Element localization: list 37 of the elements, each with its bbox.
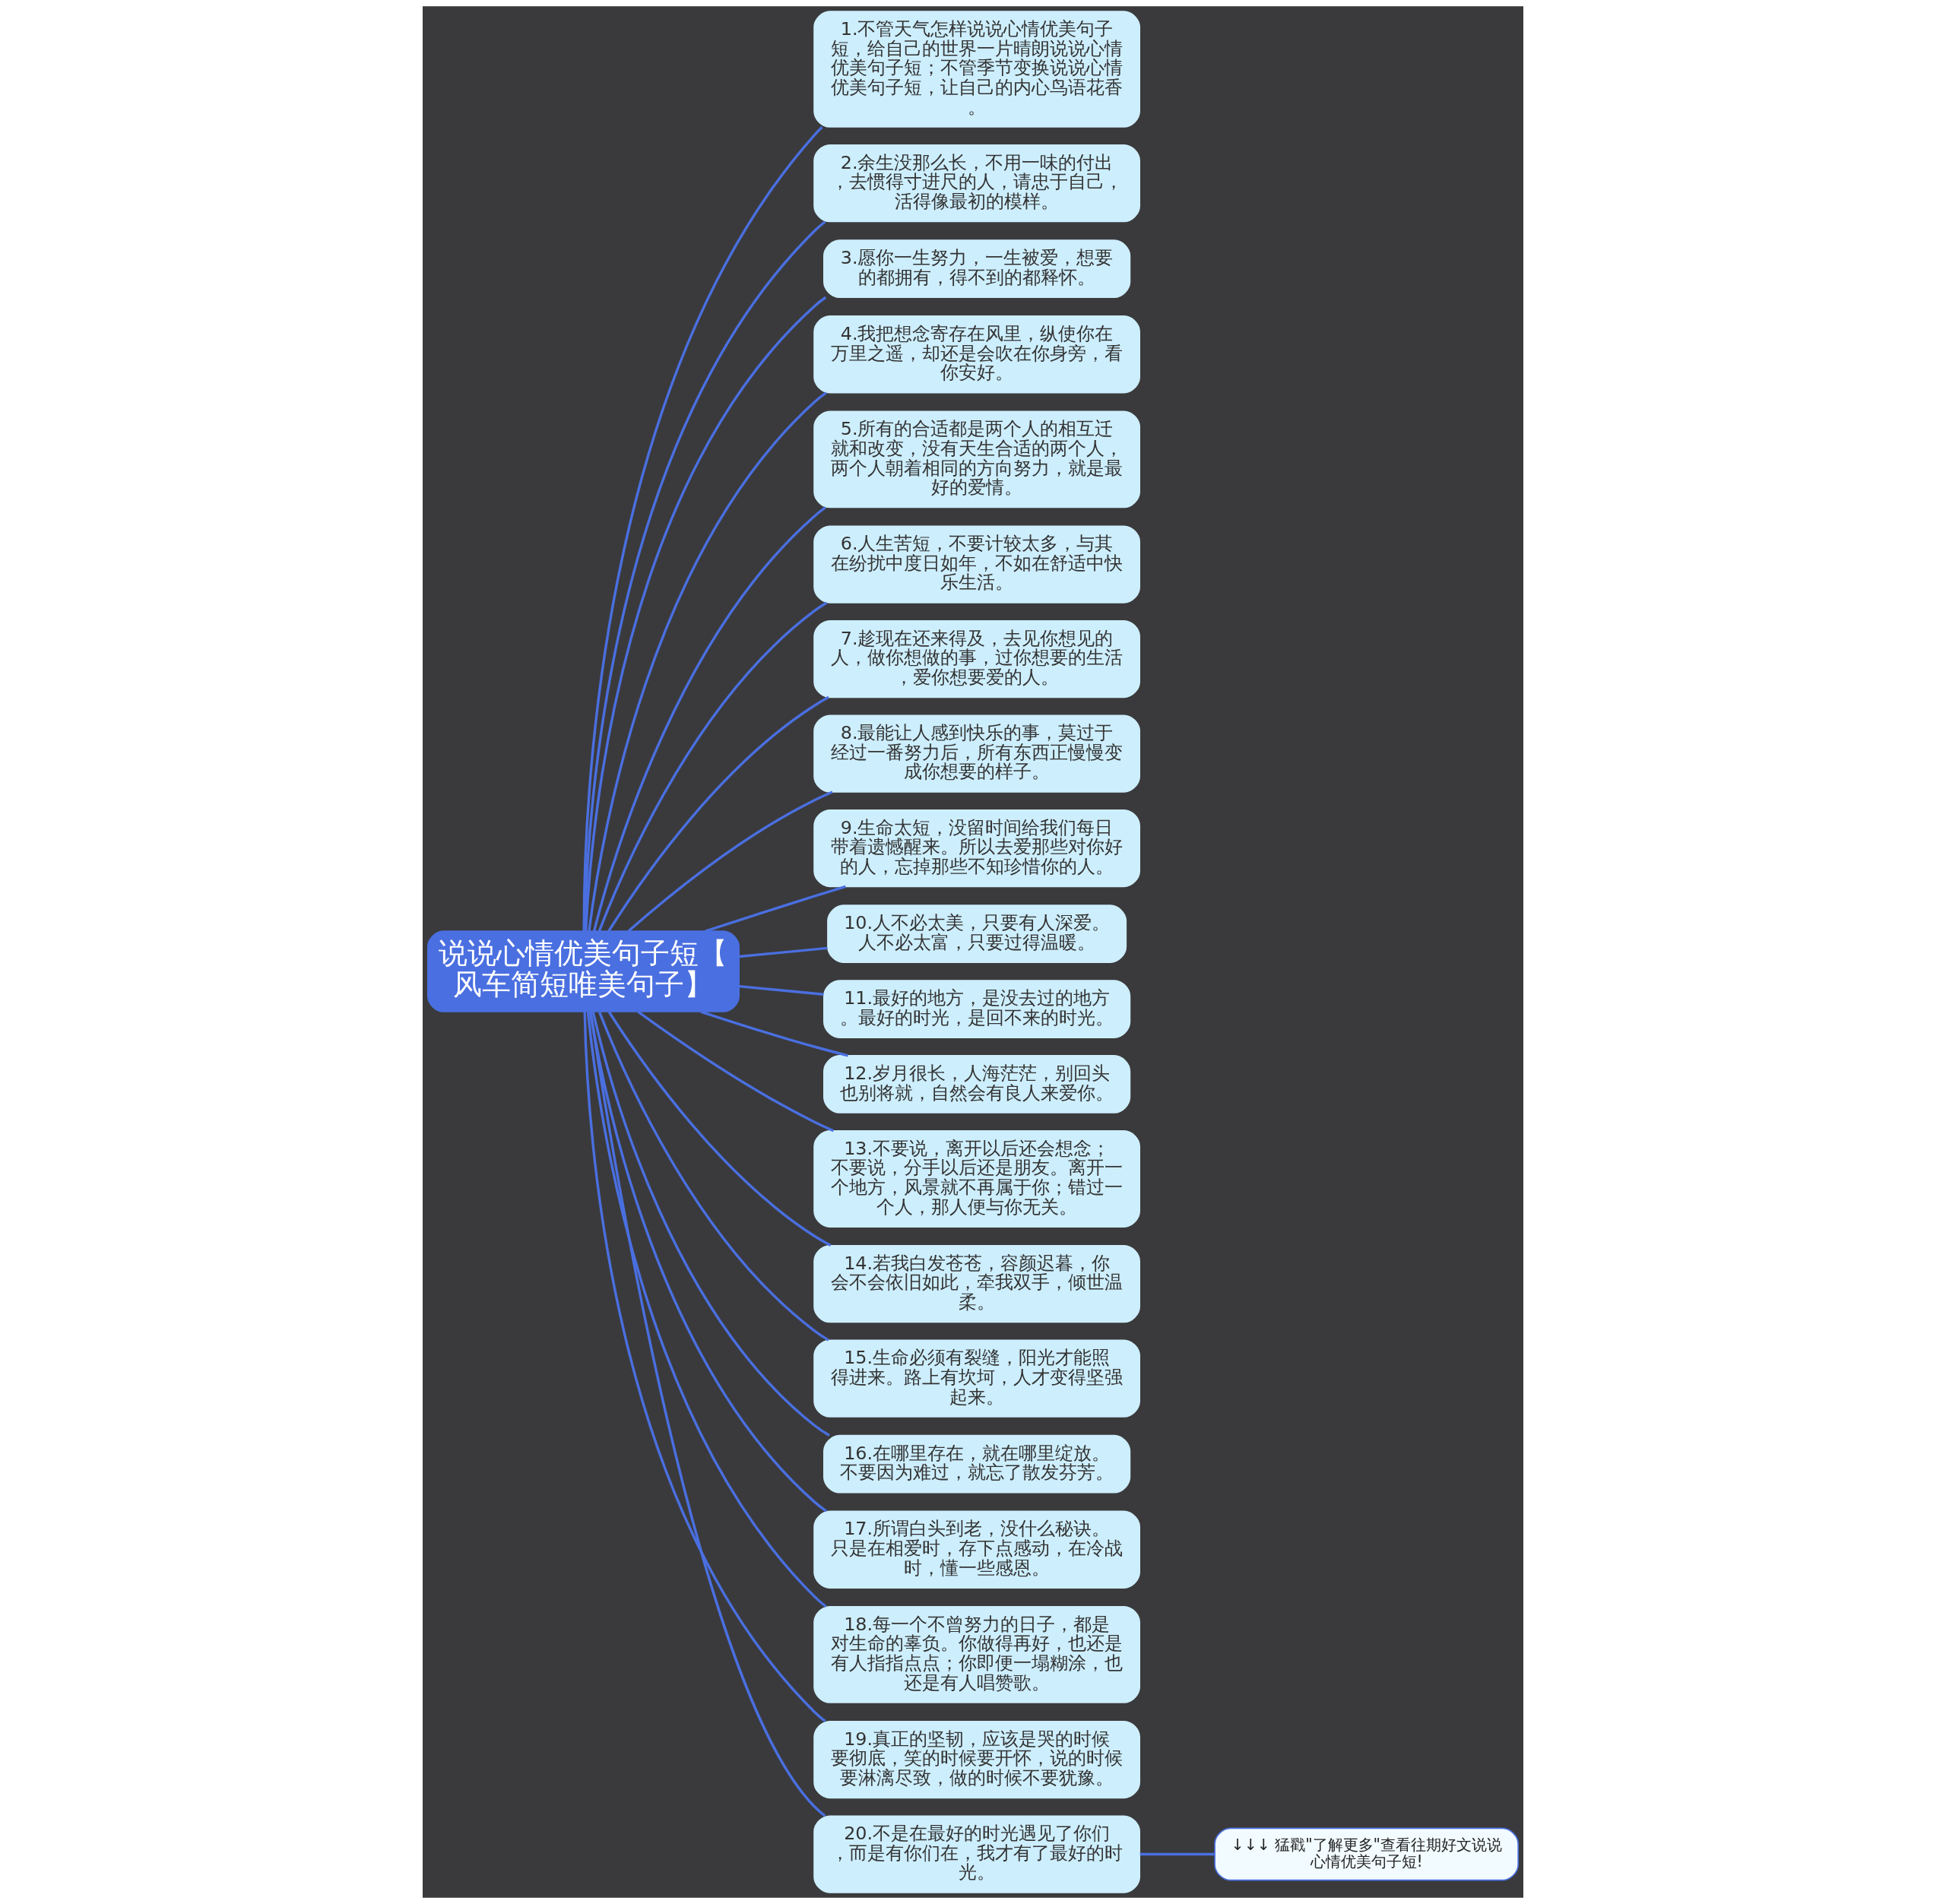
connector	[739, 946, 828, 958]
connector	[1139, 1852, 1215, 1856]
connector	[607, 1011, 832, 1247]
connector	[592, 506, 826, 932]
node-box: 16.在哪里存在，就在哪里绽放。不要因为难过，就忘了散发芬芳。	[823, 1434, 1131, 1494]
node-box: 2.余生没那么长，不用一味的付出，去惯得寸进尺的人，请忠于自己，活得像最初的模样。	[813, 144, 1140, 223]
connector	[705, 885, 846, 933]
node-box: 11.最好的地方，是没去过的地方。最好的时光，是回不来的时光。	[823, 980, 1131, 1038]
node-box: 19.真正的坚韧，应该是哭的时候要彻底，笑的时候要开怀，说的时候要淋漓尽致，做的时候不要犹豫。	[813, 1720, 1140, 1799]
node-box: 5.所有的合适都是两个人的相互迁就和改变，没有天生合适的两个人，两个人朝着相同的方向努力，就是最好的爱情。	[813, 410, 1140, 508]
node-box: 3.愿你一生努力，一生被爱，想要的都拥有，得不到的都释怀。	[823, 239, 1131, 299]
node-box: 18.每一个不曾努力的日子，都是对生命的辜负。你做得再好，也还是有人指指点点；你即便一塌糊涂，也还是有人唱赞歌。	[813, 1605, 1140, 1703]
node-box: 6.人生苦短，不要计较太多，与其在纷扰中度日如年，不如在舒适中快乐生活。	[813, 525, 1140, 604]
node-box: 12.岁月很长，人海茫茫，别回头也别将就，自然会有良人来爱你。	[823, 1055, 1131, 1114]
node-box: 4.我把想念寄存在风里，纵使你在万里之遥，却还是会吹在你身旁，看你安好。	[813, 315, 1140, 394]
node-box: 9.生命太短，没留时间给我们每日带着遗憾醒来。所以去爱那些对你好的人，忘掉那些不知珍惜你的人。	[813, 809, 1140, 888]
connector	[597, 601, 828, 932]
connector	[700, 1010, 848, 1057]
node-box: 8.最能让人感到快乐的事，莫过于经过一番努力后，所有东西正慢慢变成你想要的样子。	[813, 714, 1140, 793]
connector	[591, 1011, 830, 1437]
node-box: 7.趁现在还来得及，去见你想见的人，做你想做的事，过你想要的生活，爱你想要爱的人。	[813, 619, 1140, 699]
connector	[637, 1010, 835, 1133]
connector	[598, 1011, 829, 1342]
node-box: 17.所谓白头到老，没什么秘诀。只是在相爱时，存下点感动，在冷战时，懂一些感恩。	[813, 1510, 1140, 1589]
connector	[588, 391, 827, 932]
node-box: 20.不是在最好的时光遇见了你们，而是有你们在，我才有了最好的时光。	[813, 1815, 1140, 1893]
connector	[586, 1012, 827, 1608]
node-box: 13.不要说，离开以后还会想念；不要说，分手以后还是朋友。离开一个地方，风景就不再属于你；错过一个人，那人便与你无关。	[813, 1130, 1140, 1228]
connector	[607, 695, 829, 933]
connector	[739, 984, 824, 996]
connector	[627, 790, 833, 933]
node-box: ↓↓↓ 猛戳"了解更多"查看往期好文说说心情优美句子短!	[1214, 1827, 1520, 1881]
node-box: 15.生命必须有裂缝，阳光才能照得进来。路上有坎坷，人才变得坚强起来。	[813, 1339, 1140, 1418]
node-box: 14.若我白发苍苍，容颜迟暮，你会不会依旧如此，牵我双手，倾世温柔。	[813, 1244, 1140, 1323]
node-box: 10.人不必太美，只要有人深爱。人不必太富，只要过得温暖。	[827, 904, 1127, 963]
node-box: 说说心情优美句子短【风车简短唯美句子】	[426, 930, 740, 1012]
node-box: 1.不管天气怎样说说心情优美句子短，给自己的世界一片晴朗说说心情优美句子短；不管季节变换说说心情优美句子短，让自己的内心鸟语花香。	[813, 11, 1140, 128]
